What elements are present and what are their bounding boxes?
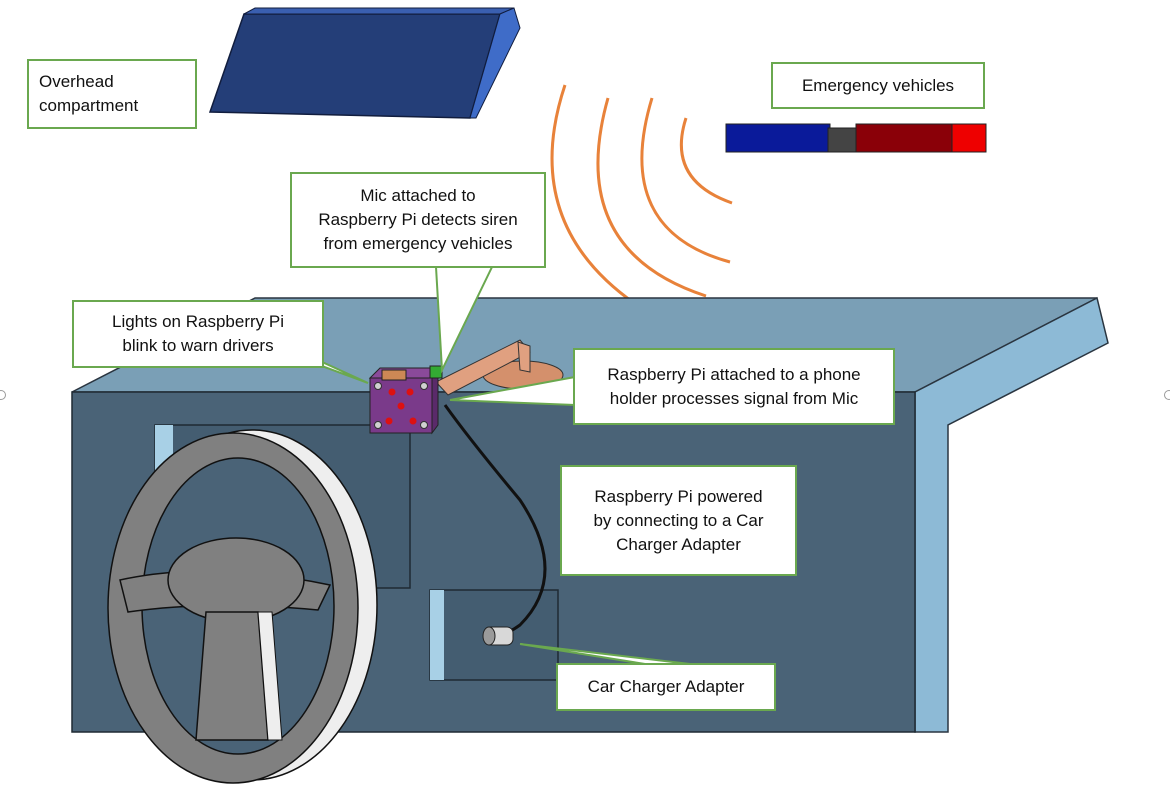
siren-wave-2 bbox=[596, 97, 707, 298]
steering-wheel bbox=[107, 429, 378, 784]
car-charger-adapter-label: Car Charger Adapter bbox=[556, 663, 776, 711]
overhead-compartment-label: Overhead compartment bbox=[27, 59, 197, 129]
left-edge-handle bbox=[0, 390, 6, 400]
led-2 bbox=[406, 388, 414, 396]
raspberry-pi-holder-text: Raspberry Pi attached to a phone holder … bbox=[607, 364, 861, 408]
lights-label: Lights on Raspberry Pi blink to warn dri… bbox=[72, 300, 324, 368]
microphone bbox=[429, 365, 443, 379]
overhead-compartment-text: Overhead compartment bbox=[39, 72, 139, 115]
emergency-light-bar bbox=[725, 123, 987, 153]
mic-text: Mic attached to Raspberry Pi detects sir… bbox=[318, 186, 518, 253]
car-charger-adapter-text: Car Charger Adapter bbox=[587, 677, 745, 696]
led-5 bbox=[409, 417, 417, 425]
emergency-vehicles-label: Emergency vehicles bbox=[771, 62, 985, 109]
led-4 bbox=[385, 417, 393, 425]
overhead-compartment bbox=[208, 7, 521, 119]
siren-wave-outer bbox=[550, 84, 689, 336]
raspberry-pi-powered-label: Raspberry Pi powered by connecting to a … bbox=[560, 465, 797, 576]
car-charger-adapter bbox=[482, 626, 514, 646]
right-edge-handle bbox=[1164, 390, 1170, 400]
raspberry-pi-holder-label: Raspberry Pi attached to a phone holder … bbox=[573, 348, 895, 425]
raspberry-pi-powered-text: Raspberry Pi powered by connecting to a … bbox=[593, 486, 764, 554]
led-1 bbox=[388, 388, 396, 396]
emergency-vehicles-text: Emergency vehicles bbox=[801, 75, 955, 95]
mic-label: Mic attached to Raspberry Pi detects sir… bbox=[290, 172, 546, 268]
siren-wave-inner bbox=[679, 117, 733, 205]
lights-text: Lights on Raspberry Pi blink to warn dri… bbox=[112, 312, 284, 355]
raspberry-pi bbox=[368, 365, 443, 435]
led-3 bbox=[397, 402, 405, 410]
siren-wave-3 bbox=[640, 97, 731, 264]
siren-waves bbox=[550, 84, 733, 336]
